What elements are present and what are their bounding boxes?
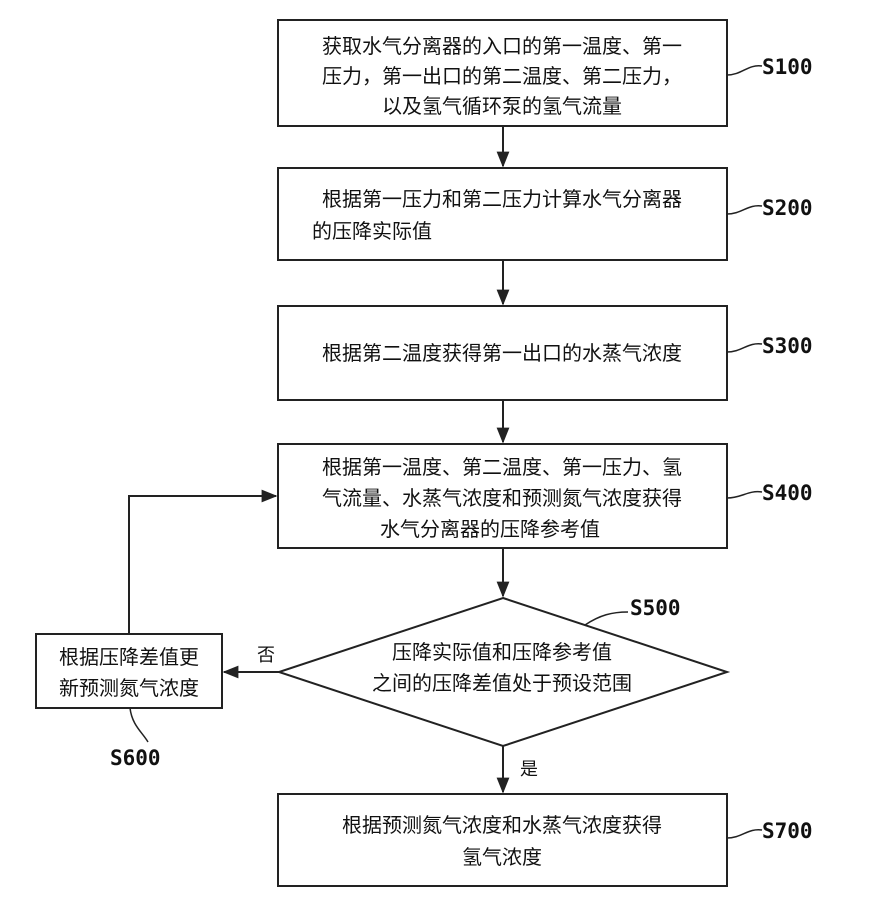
step-s500-line-2: 之间的压降差值处于预设范围 (372, 671, 632, 695)
step-s100-line-1: 获取水气分离器的入口的第一温度、第一 (322, 34, 682, 58)
step-s600-line-2: 新预测氮气浓度 (59, 676, 199, 700)
arrow-s600-s400 (129, 496, 276, 634)
step-s200-leader (727, 206, 762, 214)
step-s700-leader (727, 830, 762, 838)
step-s400-leader (727, 492, 762, 498)
edge-yes-label: 是 (520, 759, 538, 780)
step-s400-id: S400 (762, 481, 813, 505)
step-s200-box (278, 168, 727, 260)
edge-no-label: 否 (257, 645, 275, 666)
step-s400-line-1: 根据第一温度、第二温度、第一压力、氢 (322, 455, 682, 479)
step-s700-line-1: 根据预测氮气浓度和水蒸气浓度获得 (342, 813, 662, 837)
step-s700-box (278, 794, 727, 886)
step-s200-id: S200 (762, 196, 813, 220)
step-s700-id: S700 (762, 819, 813, 843)
step-s100-id: S100 (762, 55, 813, 79)
step-s400: 根据第一温度、第二温度、第一压力、氢 气流量、水蒸气浓度和预测氮气浓度获得 水气… (278, 444, 813, 548)
step-s400-line-3: 水气分离器的压降参考值 (380, 517, 600, 541)
step-s700-line-2: 氢气浓度 (462, 845, 542, 869)
step-s500-leader (585, 612, 628, 625)
step-s100-leader (727, 66, 762, 75)
step-s500-id: S500 (630, 596, 681, 620)
step-s200-line-1: 根据第一压力和第二压力计算水气分离器 (322, 187, 682, 211)
step-s600-line-1: 根据压降差值更 (59, 645, 199, 669)
step-s300-line-1: 根据第二温度获得第一出口的水蒸气浓度 (322, 341, 682, 365)
step-s600: 根据压降差值更 新预测氮气浓度 S600 (36, 634, 222, 770)
step-s600-id: S600 (110, 746, 161, 770)
step-s300-id: S300 (762, 334, 813, 358)
step-s400-line-2: 气流量、水蒸气浓度和预测氮气浓度获得 (322, 486, 682, 510)
step-s300: 根据第二温度获得第一出口的水蒸气浓度 S300 (278, 306, 813, 400)
step-s200: 根据第一压力和第二压力计算水气分离器 的压降实际值 S200 (278, 168, 813, 260)
step-s500: 压降实际值和压降参考值 之间的压降差值处于预设范围 S500 (279, 596, 727, 746)
step-s700: 根据预测氮气浓度和水蒸气浓度获得 氢气浓度 S700 (278, 794, 813, 886)
step-s100: 获取水气分离器的入口的第一温度、第一 压力，第一出口的第二温度、第二压力， 以及… (278, 20, 813, 126)
step-s100-line-2: 压力，第一出口的第二温度、第二压力， (322, 64, 682, 88)
step-s500-line-1: 压降实际值和压降参考值 (392, 640, 612, 664)
step-s300-leader (727, 344, 762, 352)
step-s600-leader (130, 708, 148, 742)
step-s100-line-3: 以及氢气循环泵的氢气流量 (382, 94, 622, 118)
step-s200-line-2: 的压降实际值 (312, 219, 432, 243)
